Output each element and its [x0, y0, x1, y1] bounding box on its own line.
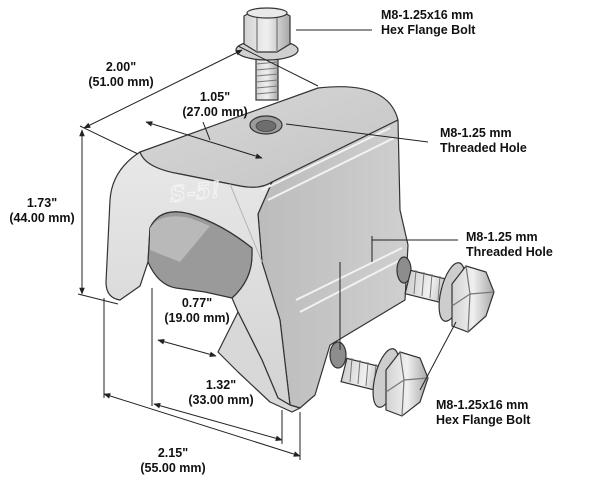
- inner-width-metric: (33.00 mm): [188, 393, 254, 407]
- inner-width-dimension: 1.32" (33.00 mm): [176, 378, 266, 408]
- top-hole-type: Threaded Hole: [440, 141, 527, 155]
- brand-mark: S-5!: [169, 177, 222, 208]
- dimension-lines: [77, 29, 458, 460]
- overall-width-dimension: 2.15" (55.00 mm): [128, 446, 218, 476]
- top-bolt-spec: M8-1.25x16 mm: [381, 8, 474, 22]
- overall-width-imperial: 2.15": [157, 446, 189, 460]
- slot-width-metric: (19.00 mm): [164, 311, 230, 325]
- top-hole-spec: M8-1.25 mm: [440, 126, 512, 140]
- hole-offset-imperial: 1.05": [199, 90, 231, 104]
- side-bolt-spec: M8-1.25x16 mm: [436, 398, 529, 412]
- height-metric: (44.00 mm): [9, 211, 75, 225]
- clamp-stripes: [261, 127, 405, 313]
- side-threaded-hole-lower: [329, 341, 347, 369]
- length-dimension: 2.00" (51.00 mm): [76, 60, 166, 90]
- clamp-body: [105, 86, 409, 413]
- height-dimension: 1.73" (44.00 mm): [0, 196, 84, 226]
- top-hex-flange-bolt: [235, 7, 299, 101]
- side-bolt-type: Hex Flange Bolt: [436, 413, 531, 427]
- top-bolt-callout: M8-1.25x16 mm Hex Flange Bolt: [381, 8, 475, 38]
- side-hole-callout: M8-1.25 mm Threaded Hole: [466, 230, 553, 260]
- hole-offset-dimension: 1.05" (27.00 mm): [170, 90, 260, 120]
- hole-offset-metric: (27.00 mm): [182, 105, 248, 119]
- inner-width-imperial: 1.32": [205, 378, 237, 392]
- overall-width-metric: (55.00 mm): [140, 461, 206, 475]
- length-metric: (51.00 mm): [88, 75, 154, 89]
- height-imperial: 1.73": [26, 196, 58, 210]
- length-imperial: 2.00": [105, 60, 137, 74]
- side-bolt-callout: M8-1.25x16 mm Hex Flange Bolt: [436, 398, 530, 428]
- side-hole-spec: M8-1.25 mm: [466, 230, 538, 244]
- top-hole-callout: M8-1.25 mm Threaded Hole: [440, 126, 527, 156]
- side-hex-flange-bolt-upper: [404, 262, 495, 333]
- side-hex-flange-bolt-lower: [340, 348, 429, 417]
- side-hole-type: Threaded Hole: [466, 245, 553, 259]
- top-bolt-type: Hex Flange Bolt: [381, 23, 476, 37]
- slot-width-imperial: 0.77": [181, 296, 213, 310]
- slot-width-dimension: 0.77" (19.00 mm): [152, 296, 242, 326]
